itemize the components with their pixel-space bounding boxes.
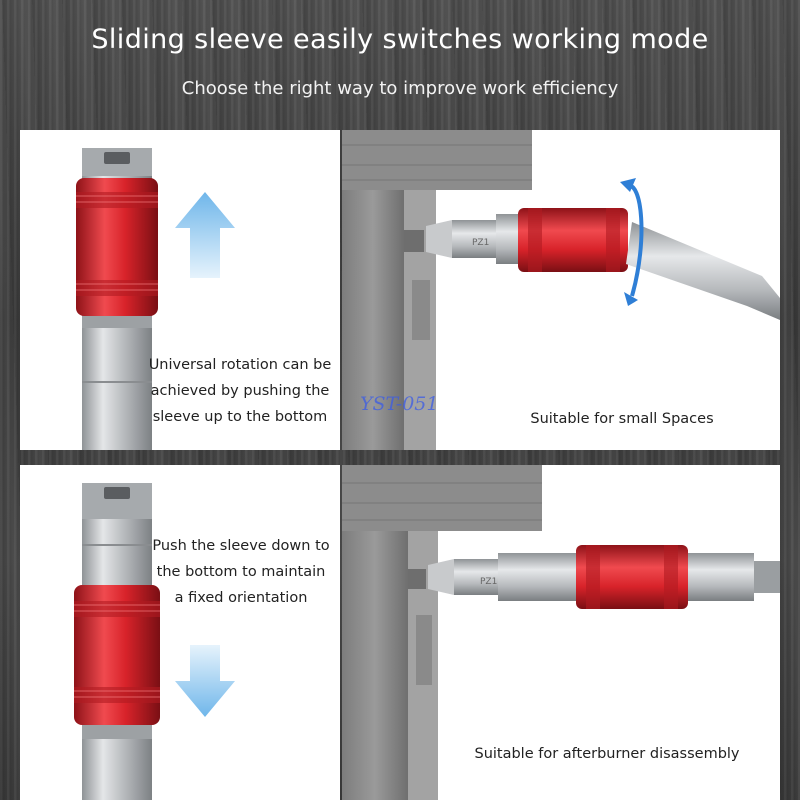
sleeve-up-illustration	[76, 148, 235, 450]
caption-line: the bottom to maintain	[156, 564, 326, 580]
caption-line: Universal rotation can be	[148, 357, 332, 373]
caption-line: Push the sleeve down to	[152, 538, 330, 554]
caption-line: sleeve up to the bottom	[152, 409, 328, 425]
page-subtitle: Choose the right way to improve work eff…	[181, 78, 619, 99]
panel-top-left: Universal rotation can be achieved by pu…	[20, 130, 340, 450]
afterburner-illustration: PZ1	[342, 465, 780, 800]
caption-bottom-right: Suitable for afterburner disassembly	[474, 746, 740, 762]
caption-line: achieved by pushing the	[150, 383, 330, 399]
page-title: Sliding sleeve easily switches working m…	[91, 24, 709, 55]
red-sleeve	[576, 545, 688, 609]
caption-top-left: Universal rotation can be achieved by pu…	[145, 352, 335, 430]
panel-top-right: PZ1 Suitable for small Spaces	[342, 130, 780, 450]
small-spaces-illustration: PZ1	[342, 130, 780, 450]
wood-top-beam	[342, 130, 532, 190]
red-sleeve	[518, 208, 628, 272]
panel-bottom-left: Push the sleeve down to the bottom to ma…	[20, 465, 340, 800]
sleeve-down-illustration	[74, 483, 235, 800]
wood-top-beam	[342, 465, 542, 531]
caption-line: a fixed orientation	[174, 590, 308, 606]
bit-mark: PZ1	[472, 238, 489, 248]
arrow-down-icon	[175, 645, 235, 717]
caption-bottom-left: Push the sleeve down to the bottom to ma…	[148, 533, 334, 611]
bit-mark: PZ1	[480, 577, 497, 587]
arrow-up-icon	[175, 192, 235, 278]
panel-bottom-right: PZ1 Suitable for afterburner disassembly	[342, 465, 780, 800]
watermark: YST-051	[360, 393, 439, 415]
wood-post	[342, 531, 408, 800]
wood-post	[342, 190, 404, 450]
caption-top-right: Suitable for small Spaces	[530, 411, 714, 427]
